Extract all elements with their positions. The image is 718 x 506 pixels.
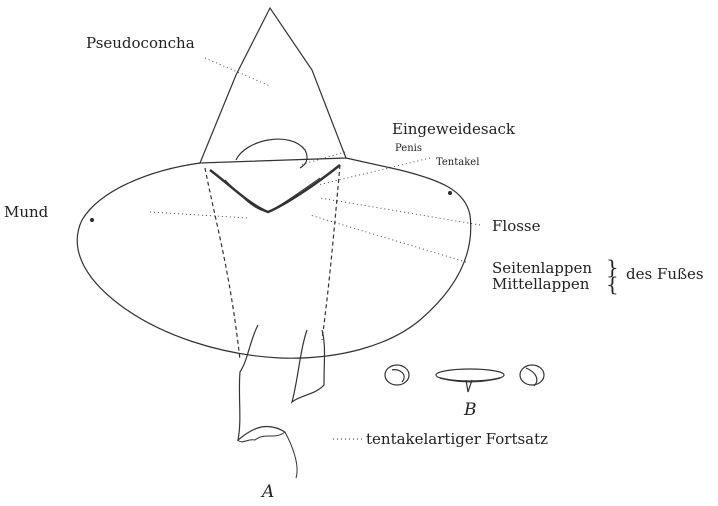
label-eingeweidesack: Eingeweidesack: [392, 122, 515, 137]
label-mittellappen: Mittellappen: [492, 277, 589, 292]
fin-outline: [77, 158, 471, 358]
fig-b-left: [385, 365, 409, 385]
visceral-sack-outline: [236, 139, 307, 168]
fig-b-right: [520, 365, 544, 385]
tentacular-process: [285, 432, 297, 478]
figure-label-a: A: [262, 484, 274, 501]
label-mund: Mund: [4, 205, 48, 220]
label-seitenlappen: Seitenlappen: [492, 261, 592, 276]
visceral-mass: [210, 165, 340, 212]
leader-lines: [150, 58, 480, 439]
body-dashed-right: [322, 165, 340, 340]
label-fortsatz: tentakelartiger Fortsatz: [366, 432, 548, 447]
label-penis: Penis: [395, 144, 422, 154]
label-flosse: Flosse: [492, 219, 541, 234]
foot-left: [238, 325, 285, 440]
figure-label-b: B: [464, 402, 477, 419]
label-des-fusses: des Fußes: [626, 267, 704, 282]
label-pseudoconcha: Pseudoconcha: [86, 36, 195, 51]
foot-right: [292, 330, 325, 402]
label-tentakel: Tentakel: [436, 158, 479, 168]
body-dashed-left: [205, 168, 240, 360]
brace-lower: {: [606, 274, 619, 294]
